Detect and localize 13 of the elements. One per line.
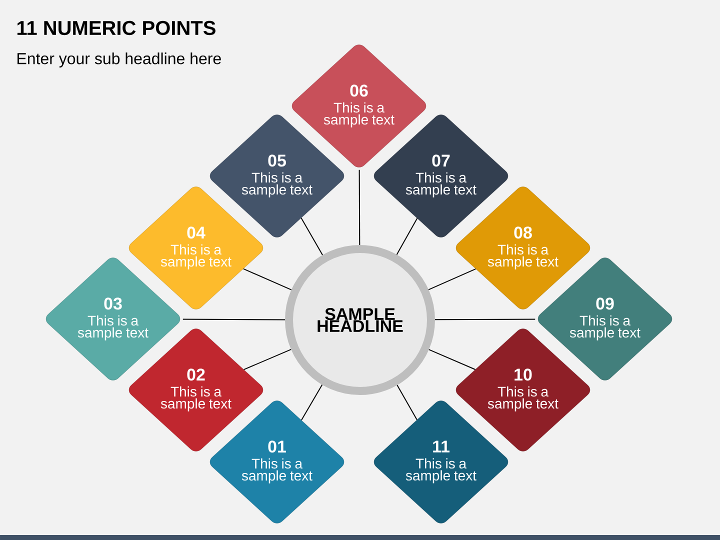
connector-line — [434, 318, 536, 320]
connector-line — [182, 318, 286, 320]
connector-line — [358, 169, 360, 246]
connector-line — [428, 349, 476, 370]
subtitle: Enter your sub headline here — [18, 52, 221, 68]
connector-line — [243, 348, 292, 370]
connector-line — [300, 218, 324, 256]
connector-line — [428, 268, 476, 290]
title: 11 NUMERIC POINTS — [17, 20, 216, 36]
connector-line — [300, 384, 323, 421]
connector-line — [242, 268, 292, 290]
connector-line — [396, 218, 418, 256]
connector-line — [396, 384, 418, 420]
